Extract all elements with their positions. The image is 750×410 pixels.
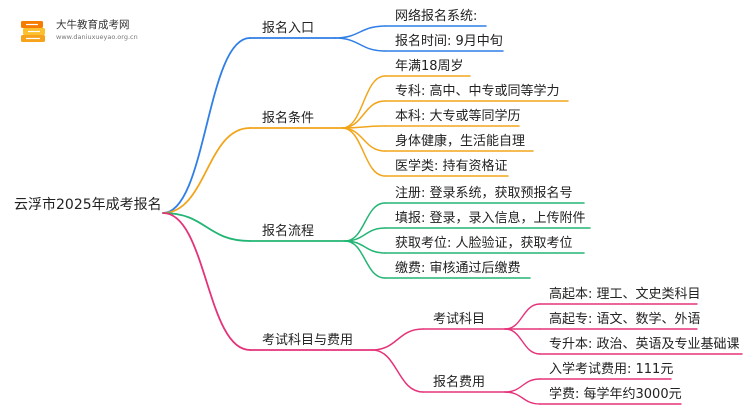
leaf-junior-college: 专科: 高中、中专或同等学力 xyxy=(395,84,560,99)
root-node: 云浮市2025年成考报名 xyxy=(14,197,162,213)
connector-1-1 xyxy=(341,100,386,129)
leaf-age: 年满18周岁 xyxy=(395,59,464,74)
leaf-exam-fee: 入学考试费用: 111元 xyxy=(549,362,674,377)
connector-3-1-0 xyxy=(504,378,541,393)
connector-3-0-0 xyxy=(504,303,541,330)
connector-0-1 xyxy=(334,37,386,52)
branch-registration-entry: 报名入口 xyxy=(262,21,315,36)
connector-1-4 xyxy=(341,127,386,177)
book-stack-icon xyxy=(21,21,45,42)
leaf-online-system: 网络报名系统: xyxy=(395,9,478,24)
connector-root-0 xyxy=(162,37,251,214)
sub-exam-subjects: 考试科目 xyxy=(433,312,486,327)
branch-exam-subjects-fees: 考试科目与费用 xyxy=(262,333,354,348)
connector-1-3 xyxy=(341,127,386,152)
connector-3-0 xyxy=(371,328,424,351)
leaf-seat: 获取考位: 人脸验证，获取考位 xyxy=(395,236,573,251)
leaf-register: 注册: 登录系统，获取预报名号 xyxy=(395,186,573,201)
connector-2-0 xyxy=(344,202,386,242)
logo-url: www.daniuxueyao.org.cn xyxy=(56,33,138,41)
connector-3-1 xyxy=(371,349,424,393)
connector-3-0-2 xyxy=(504,328,541,355)
leaf-medical: 医学类: 持有资格证 xyxy=(395,159,508,174)
leaf-high-to-college: 高起专: 语文、数学、外语 xyxy=(549,312,701,327)
connector-2-3 xyxy=(344,240,386,279)
branch-registration-process: 报名流程 xyxy=(262,224,315,239)
logo: 大牛教育成考网 www.daniuxueyao.org.cn xyxy=(18,17,158,51)
leaf-high-to-bachelor: 高起本: 理工、文史类科目 xyxy=(549,287,701,302)
leaf-fill-in: 填报: 登录，录入信息，上传附件 xyxy=(395,211,586,226)
connector-root-2 xyxy=(162,212,251,242)
sub-registration-fees: 报名费用 xyxy=(433,375,486,390)
connector-0-0 xyxy=(334,25,386,39)
connector-root-1 xyxy=(162,127,251,214)
branch-registration-conditions: 报名条件 xyxy=(262,111,315,126)
leaf-payment: 缴费: 审核通过后缴费 xyxy=(395,261,521,276)
leaf-tuition: 学费: 每学年约3000元 xyxy=(549,387,682,402)
leaf-registration-time: 报名时间: 9月中旬 xyxy=(395,34,503,49)
leaf-undergraduate: 本科: 大专或等同学历 xyxy=(395,109,521,124)
leaf-college-to-bachelor: 专升本: 政治、英语及专业基础课 xyxy=(549,337,740,352)
leaf-health: 身体健康，生活能自理 xyxy=(395,134,526,149)
logo-name: 大牛教育成考网 xyxy=(56,19,130,31)
connector-root-3 xyxy=(162,212,251,351)
connector-3-1-1 xyxy=(504,391,541,405)
